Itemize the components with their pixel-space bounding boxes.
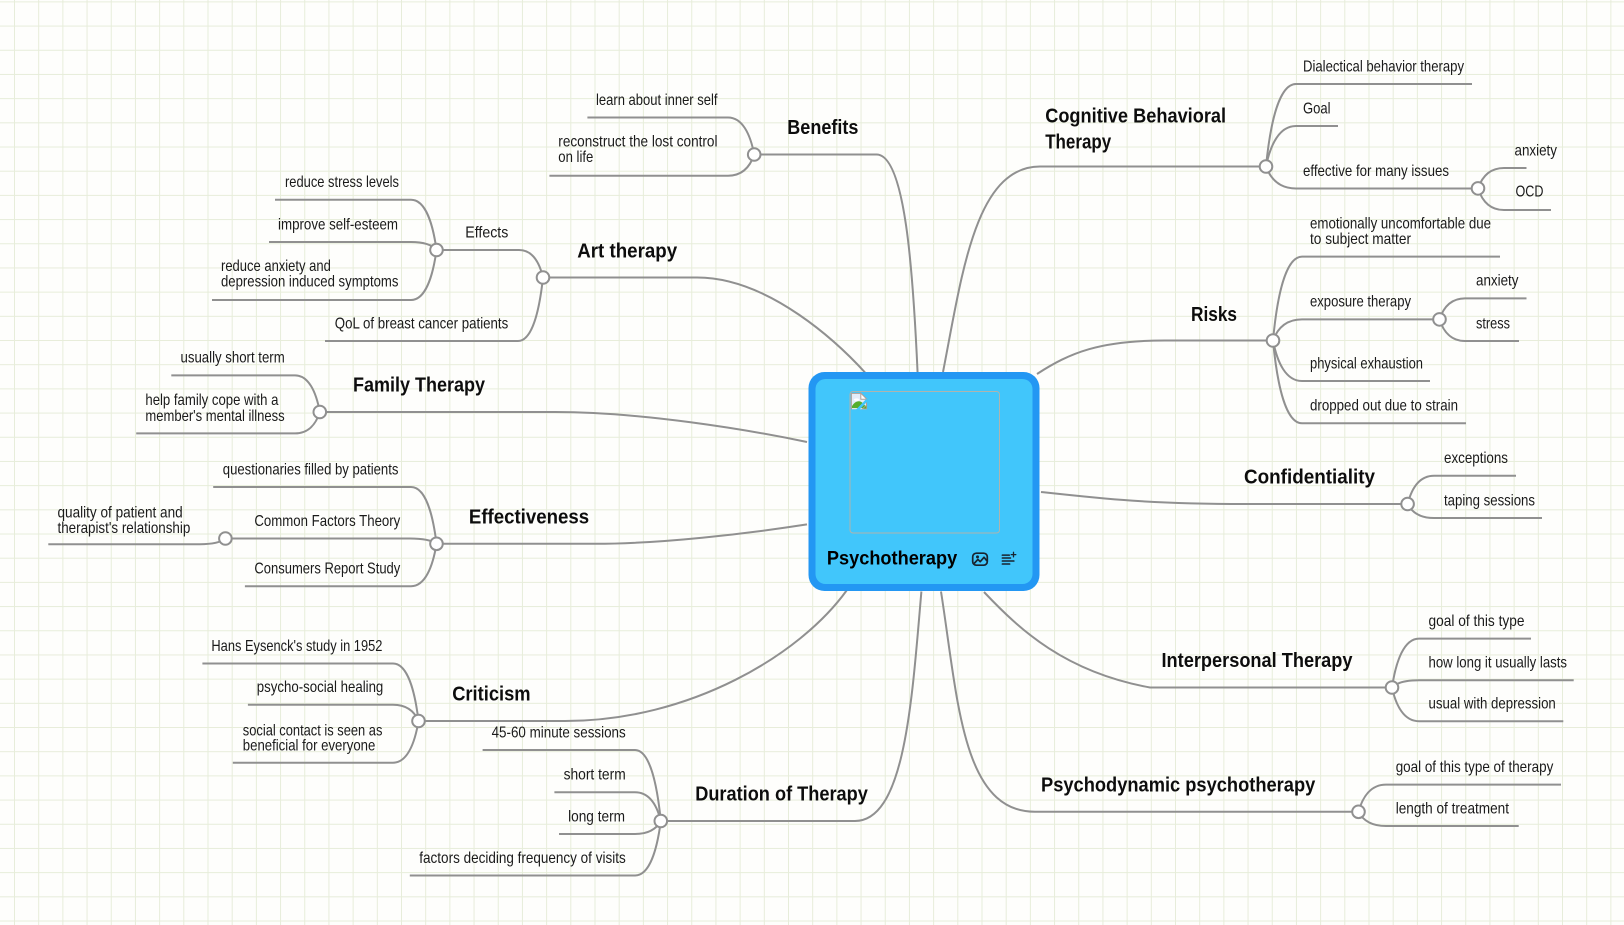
svg-text:dropped out due to strain: dropped out due to strain bbox=[1310, 398, 1458, 415]
svg-text:anxiety: anxiety bbox=[1476, 273, 1519, 290]
svg-text:exceptions: exceptions bbox=[1444, 450, 1508, 467]
svg-text:Common Factors Theory: Common Factors Theory bbox=[254, 513, 400, 530]
svg-text:usual with depression: usual with depression bbox=[1429, 696, 1556, 713]
svg-text:Interpersonal Therapy: Interpersonal Therapy bbox=[1162, 650, 1354, 672]
svg-text:quality of patient and: quality of patient and bbox=[58, 504, 183, 521]
svg-text:taping sessions: taping sessions bbox=[1444, 492, 1535, 509]
svg-text:Dialectical behavior therapy: Dialectical behavior therapy bbox=[1303, 58, 1464, 75]
svg-text:goal of this type of therapy: goal of this type of therapy bbox=[1396, 759, 1554, 776]
svg-text:on life: on life bbox=[558, 149, 593, 166]
svg-text:beneficial for everyone: beneficial for everyone bbox=[243, 738, 376, 755]
svg-text:QoL of breast cancer patients: QoL of breast cancer patients bbox=[335, 315, 508, 332]
svg-text:therapist's relationship: therapist's relationship bbox=[58, 520, 191, 537]
svg-text:learn about inner self: learn about inner self bbox=[596, 92, 718, 109]
svg-text:Risks: Risks bbox=[1191, 304, 1237, 326]
svg-text:effective for many issues: effective for many issues bbox=[1303, 163, 1449, 180]
svg-text:45-60 minute sessions: 45-60 minute sessions bbox=[492, 724, 626, 741]
svg-text:length of treatment: length of treatment bbox=[1396, 800, 1510, 817]
svg-text:Hans Eysenck's study in 1952: Hans Eysenck's study in 1952 bbox=[211, 638, 382, 655]
svg-text:improve self-esteem: improve self-esteem bbox=[278, 216, 398, 233]
svg-text:physical exhaustion: physical exhaustion bbox=[1310, 355, 1423, 372]
svg-text:depression induced symptoms: depression induced symptoms bbox=[221, 274, 398, 291]
svg-text:goal of this type: goal of this type bbox=[1429, 613, 1525, 630]
svg-text:help family cope with a: help family cope with a bbox=[145, 392, 278, 409]
svg-text:Consumers Report Study: Consumers Report Study bbox=[254, 561, 400, 578]
svg-text:emotionally uncomfortable due: emotionally uncomfortable due bbox=[1310, 215, 1491, 232]
svg-text:to subject matter: to subject matter bbox=[1310, 231, 1412, 248]
svg-text:Family Therapy: Family Therapy bbox=[353, 375, 486, 397]
svg-text:anxiety: anxiety bbox=[1515, 142, 1558, 159]
svg-text:Confidentiality: Confidentiality bbox=[1244, 467, 1376, 489]
svg-text:Effectiveness: Effectiveness bbox=[469, 507, 589, 529]
svg-text:Duration of Therapy: Duration of Therapy bbox=[695, 784, 868, 806]
svg-text:Therapy: Therapy bbox=[1045, 132, 1112, 154]
svg-text:stress: stress bbox=[1476, 315, 1510, 332]
svg-text:psycho-social healing: psycho-social healing bbox=[257, 679, 384, 696]
svg-text:member's mental illness: member's mental illness bbox=[145, 408, 284, 425]
svg-text:Cognitive Behavioral: Cognitive Behavioral bbox=[1045, 105, 1226, 127]
svg-text:factors deciding frequency of: factors deciding frequency of visits bbox=[419, 850, 625, 867]
svg-text:reconstruct the lost control: reconstruct the lost control bbox=[558, 133, 717, 150]
svg-text:social contact is seen as: social contact is seen as bbox=[243, 722, 383, 739]
svg-text:Benefits: Benefits bbox=[787, 117, 858, 139]
svg-text:Psychodynamic psychotherapy: Psychodynamic psychotherapy bbox=[1041, 775, 1316, 797]
svg-text:Goal: Goal bbox=[1303, 100, 1331, 117]
svg-text:Effects: Effects bbox=[465, 224, 508, 241]
svg-text:Criticism: Criticism bbox=[452, 684, 530, 706]
svg-text:exposure therapy: exposure therapy bbox=[1310, 294, 1411, 311]
svg-text:OCD: OCD bbox=[1516, 183, 1544, 200]
svg-text:how long it usually lasts: how long it usually lasts bbox=[1429, 655, 1568, 672]
svg-text:reduce anxiety and: reduce anxiety and bbox=[221, 258, 331, 275]
svg-text:reduce stress levels: reduce stress levels bbox=[285, 174, 399, 191]
svg-text:Psychotherapy: Psychotherapy bbox=[827, 548, 957, 570]
svg-text:usually short term: usually short term bbox=[181, 350, 285, 367]
svg-text:questionaries filled by patien: questionaries filled by patients bbox=[223, 461, 399, 478]
svg-text:Art therapy: Art therapy bbox=[577, 240, 678, 262]
svg-text:short term: short term bbox=[564, 767, 626, 784]
svg-text:long term: long term bbox=[568, 808, 625, 825]
